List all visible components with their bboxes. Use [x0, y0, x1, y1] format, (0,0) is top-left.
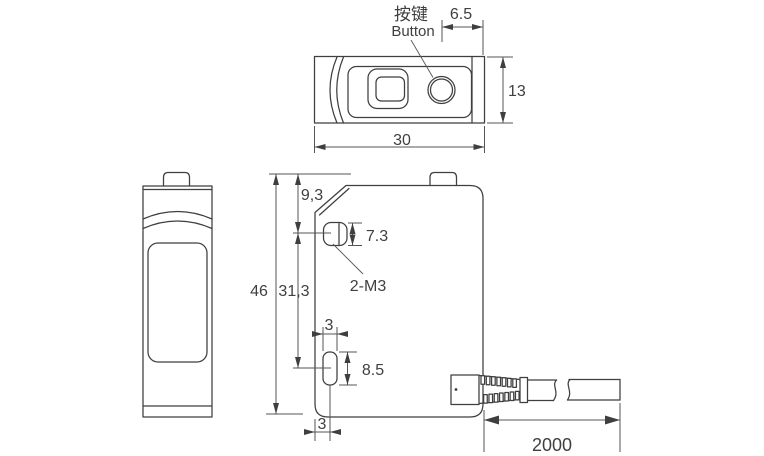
- dim-height-text: 46: [250, 283, 268, 300]
- cable-break-line-left: [552, 379, 558, 402]
- button-label-en: Button: [391, 23, 434, 40]
- side-view-lens-arc-outer: [142, 210, 213, 220]
- side-view-body-outline: [142, 185, 213, 418]
- dim-cable-length: 2000: [483, 403, 621, 455]
- side-view-lens-arc-inner: [142, 220, 213, 230]
- mounting-hole-label: 2-M3: [350, 278, 387, 295]
- dim-depth-text: 13: [508, 83, 526, 100]
- button-label-cn: 按键: [394, 5, 428, 24]
- dim-height: 46: [250, 174, 279, 414]
- dim-width-text: 30: [393, 132, 411, 149]
- top-view-lens-arc-outer: [329, 56, 338, 124]
- dim-button-offset-text: 6.5: [450, 6, 472, 23]
- top-view: 按键 Button 6.5 13 30: [313, 5, 526, 153]
- cable-segment-1: [526, 379, 558, 402]
- button-leader-line: [410, 39, 434, 78]
- top-view-housing-outline: [313, 55, 486, 124]
- dim-bottom-slot-length: 8.5: [339, 351, 384, 386]
- dim-bottom-slot-length-text: 8.5: [362, 362, 384, 379]
- display-window-outer: [367, 68, 409, 110]
- dim-top-slot-length-text: 7.3: [366, 228, 388, 245]
- top-view-panel: [347, 65, 473, 119]
- side-view-connector-cap: [162, 171, 191, 187]
- strain-relief-ribs: [480, 375, 520, 404]
- cable-assembly: [450, 374, 621, 406]
- dim-edge-to-slot-center: 3: [304, 385, 341, 441]
- front-view-connector-cap: [429, 171, 458, 187]
- dim-top-to-hole: 9,3: [295, 174, 323, 233]
- strain-relief-collar: [519, 376, 529, 404]
- front-view: [314, 171, 621, 418]
- top-mounting-slot: [322, 221, 348, 247]
- side-view-lens-window: [147, 242, 208, 363]
- dimensions: 46 9,3 31,3 7.3 2-M3: [250, 173, 621, 455]
- dim-width: 30: [314, 126, 485, 153]
- dim-hole-spacing-text: 31,3: [278, 283, 309, 300]
- dim-hole-spacing: 31,3: [278, 233, 310, 368]
- gland-center-dot: [454, 388, 458, 391]
- top-view-lens-arc-inner: [336, 56, 345, 124]
- dim-edge-to-slot-center-text: 3: [318, 416, 327, 433]
- side-view: [142, 171, 213, 418]
- front-view-body-outline: [314, 184, 484, 418]
- mounting-hole-callout: 2-M3: [332, 243, 387, 295]
- button-circle-outer: [427, 75, 456, 105]
- cable-break-line-right: [566, 378, 571, 401]
- dim-cable-length-text: 2000: [532, 435, 572, 455]
- dim-top-to-hole-text: 9,3: [301, 187, 323, 204]
- button-circle-inner: [429, 78, 454, 102]
- dim-slot-width-text: 3: [325, 317, 334, 334]
- dim-depth: 13: [487, 56, 526, 124]
- dim-slot-width: 3: [312, 317, 348, 351]
- dim-top-slot-length: 7.3: [348, 222, 388, 246]
- cable-segment-2: [566, 378, 621, 401]
- dim-button-offset: 6.5: [441, 6, 484, 55]
- mounting-hole-leader: [332, 243, 364, 275]
- display-window-inner: [375, 76, 406, 102]
- front-view-chamfer-inner-line: [318, 187, 350, 216]
